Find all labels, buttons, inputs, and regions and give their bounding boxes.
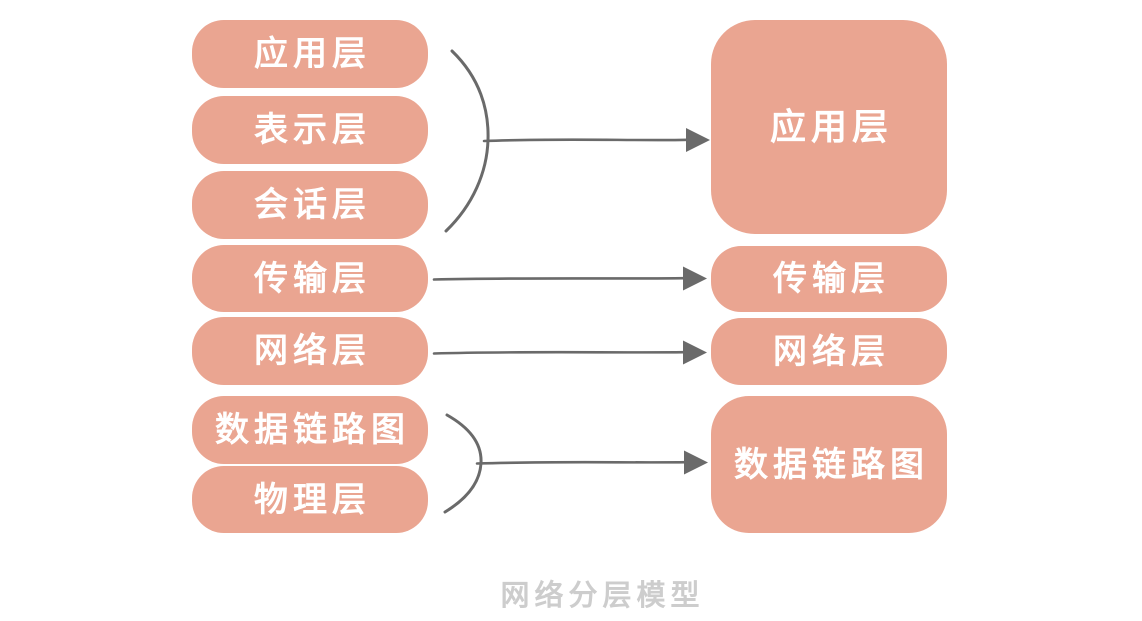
left-box-network: 网络层 (192, 317, 428, 385)
left-box-application: 应用层 (192, 20, 428, 88)
right-box-datalink: 数据链路图 (711, 396, 947, 533)
brace-bottom-group-icon (443, 413, 483, 514)
left-box-application-label: 应用层 (254, 35, 371, 73)
right-box-application: 应用层 (711, 20, 947, 234)
left-box-network-label: 网络层 (254, 332, 371, 370)
right-box-network-label: 网络层 (773, 332, 890, 371)
left-box-presentation-label: 表示层 (254, 111, 371, 149)
left-box-transport: 传输层 (192, 245, 428, 312)
right-box-datalink-label: 数据链路图 (734, 445, 929, 484)
arrow-transport-icon (432, 266, 707, 291)
left-box-session: 会话层 (192, 171, 428, 239)
brace-top-group-icon (444, 49, 490, 233)
left-box-physical-label: 物理层 (254, 480, 371, 519)
left-box-datalink-label: 数据链路图 (215, 411, 410, 449)
right-box-application-label: 应用层 (769, 106, 893, 147)
right-box-network: 网络层 (711, 318, 947, 385)
diagram-caption: 网络分层模型 (500, 580, 705, 612)
arrow-application-icon (482, 128, 710, 152)
left-box-datalink: 数据链路图 (192, 396, 428, 464)
left-box-presentation: 表示层 (192, 96, 428, 164)
right-box-transport: 传输层 (711, 246, 947, 312)
left-box-physical: 物理层 (192, 466, 428, 533)
arrow-datalink-icon (475, 450, 708, 475)
arrow-network-icon (432, 340, 707, 365)
right-box-transport-label: 传输层 (773, 260, 890, 298)
left-box-transport-label: 传输层 (254, 259, 371, 298)
left-box-session-label: 会话层 (254, 186, 371, 224)
